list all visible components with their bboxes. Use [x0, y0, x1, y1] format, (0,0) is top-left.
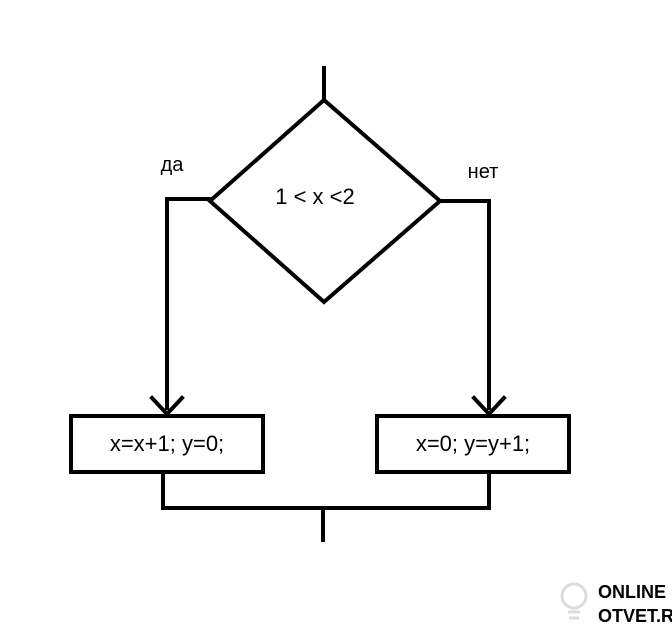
decision-diamond — [206, 97, 444, 305]
watermark-line1: ONLINE — [598, 582, 666, 602]
merge-connector — [161, 472, 491, 510]
decision-condition: 1 < x <2 — [275, 184, 355, 209]
watermark-line2: OTVET.RU — [598, 606, 672, 626]
yes-label: да — [161, 154, 185, 176]
yes-action-box — [69, 414, 265, 474]
watermark: ONLINE OTVET.RU — [560, 582, 672, 626]
yes-branch-connector — [165, 197, 212, 410]
no-branch-connector — [438, 199, 491, 410]
lightbulb-icon — [560, 582, 588, 620]
no-label: нет — [468, 161, 499, 183]
no-action-box — [375, 414, 571, 474]
yes-action-text: x=x+1; y=0; — [110, 431, 224, 456]
no-action-text: x=0; y=y+1; — [416, 431, 530, 456]
